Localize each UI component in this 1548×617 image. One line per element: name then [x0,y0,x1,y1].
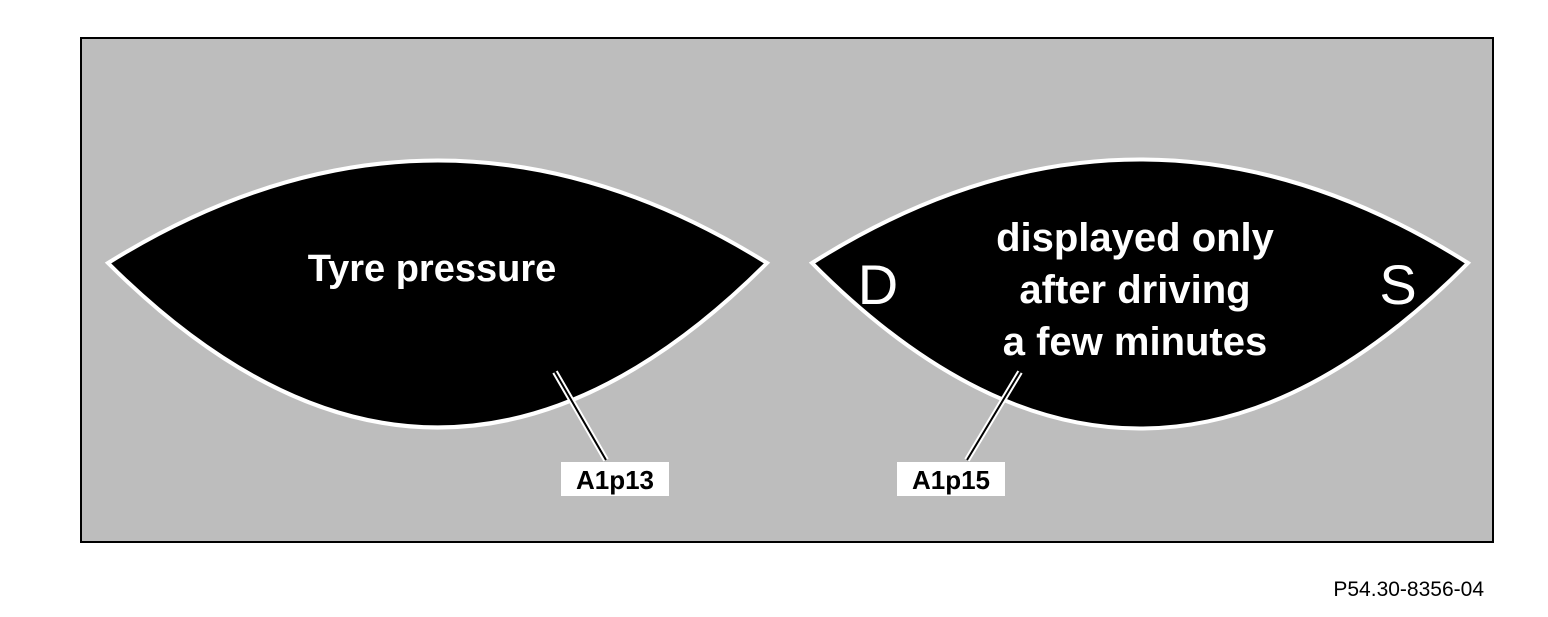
left-display-shape [104,158,771,430]
right-callout-label-bg [897,462,1005,496]
right-display: D S displayed only after driving a few m… [808,157,1472,431]
left-callout-label-bg [561,462,669,496]
left-callout: A1p13 [552,370,669,496]
left-display-text: Tyre pressure [308,248,557,290]
gear-letter-right: S [1379,253,1416,316]
gear-letter-left: D [858,253,898,316]
message-line-2: after driving [1019,268,1250,312]
left-callout-line [554,371,607,461]
message-line-3: a few minutes [1003,320,1268,364]
right-callout: A1p15 [897,370,1023,496]
right-callout-line [966,371,1021,461]
figure-code: P54.30-8356-04 [1333,578,1484,601]
left-callout-label: A1p13 [576,465,654,495]
message-line-1: displayed only [996,216,1275,260]
right-display-shape [808,157,1472,431]
right-callout-label: A1p15 [912,465,990,495]
left-display: Tyre pressure [104,158,771,430]
